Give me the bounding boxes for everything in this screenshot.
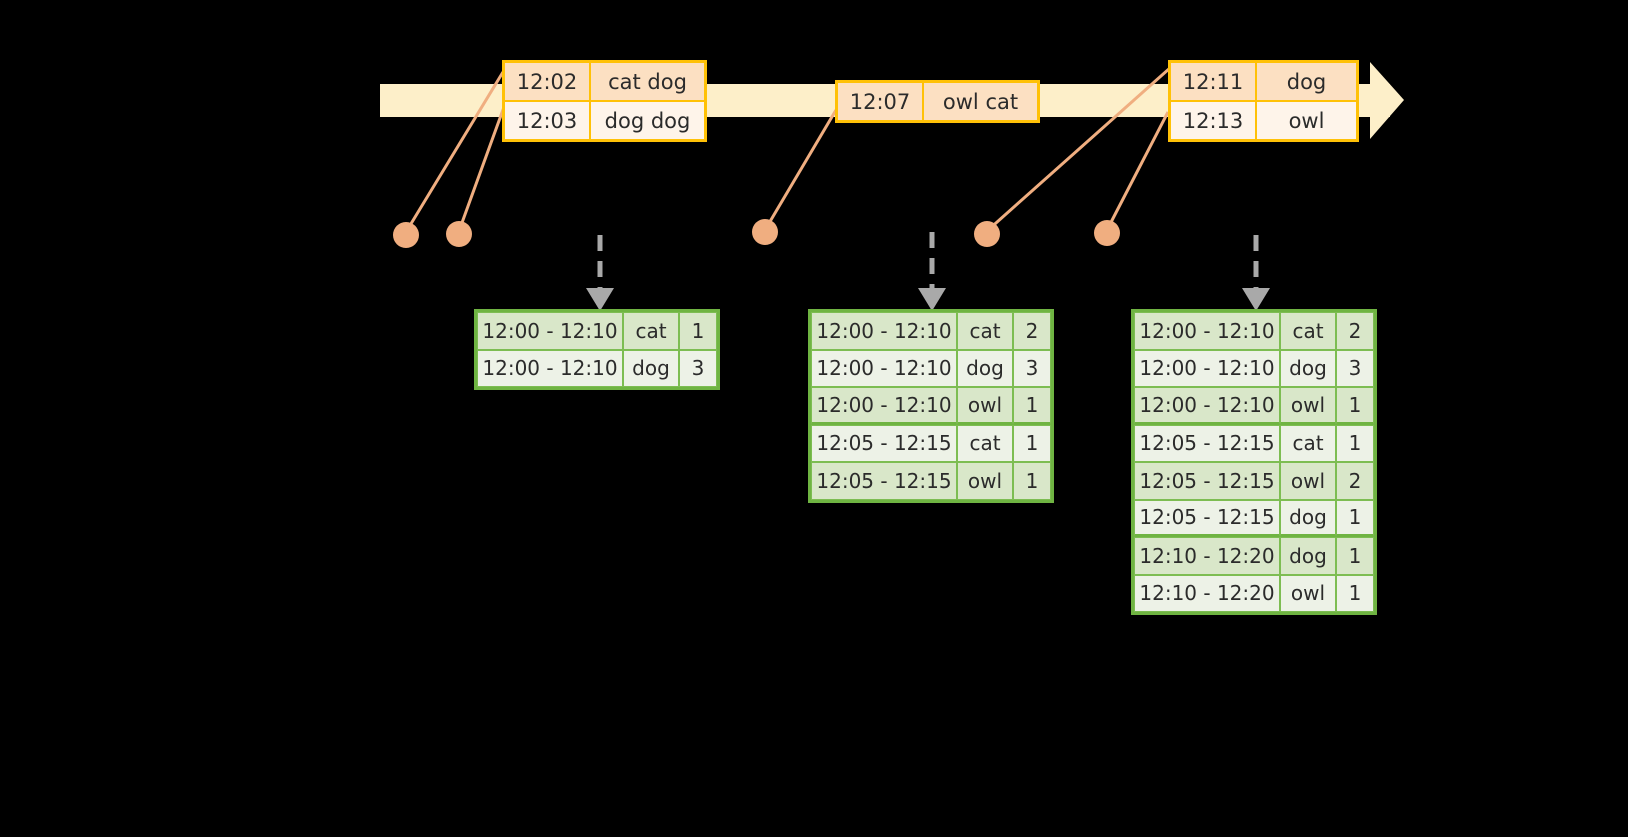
cell-word: dog xyxy=(1280,537,1336,575)
cell-word: owl xyxy=(957,462,1013,500)
cell-word: owl xyxy=(957,387,1013,425)
connector-line-5 xyxy=(1105,111,1170,231)
cell-window: 12:00 - 12:10 xyxy=(811,312,957,350)
event-time: 12:03 xyxy=(505,102,591,139)
cell-count: 1 xyxy=(1013,424,1051,462)
table-row: 12:05 - 12:15 owl 2 xyxy=(1134,462,1374,500)
table-row: 12:00 - 12:10 cat 1 xyxy=(477,312,717,350)
cell-count: 2 xyxy=(1336,312,1374,350)
cell-window: 12:05 - 12:15 xyxy=(811,424,957,462)
dashed-arrow-head-2 xyxy=(918,288,946,311)
table-row: 12:00 - 12:10 dog 3 xyxy=(477,349,717,387)
event-words: dog dog xyxy=(591,102,704,139)
table-row: 12:05 - 12:15 dog 1 xyxy=(1134,499,1374,537)
cell-window: 12:00 - 12:10 xyxy=(477,312,623,350)
cell-window: 12:00 - 12:10 xyxy=(477,349,623,387)
event-box-1[interactable]: 12:02 cat dog 12:03 dog dog xyxy=(502,60,707,142)
cell-window: 12:10 - 12:20 xyxy=(1134,537,1280,575)
cell-word: owl xyxy=(1280,387,1336,425)
table-row: 12:05 - 12:15 cat 1 xyxy=(1134,424,1374,462)
event-box-3[interactable]: 12:11 dog 12:13 owl xyxy=(1168,60,1359,142)
cell-count: 1 xyxy=(679,312,717,350)
event-words: owl xyxy=(1257,102,1356,139)
cell-count: 1 xyxy=(1336,387,1374,425)
table-row: 12:10 - 12:20 owl 1 xyxy=(1134,574,1374,612)
cell-word: dog xyxy=(1280,499,1336,537)
cell-count: 3 xyxy=(1336,349,1374,387)
table-row: 12:00 - 12:10 dog 3 xyxy=(811,349,1051,387)
cell-count: 3 xyxy=(1013,349,1051,387)
event-words: owl cat xyxy=(924,83,1037,120)
event-words: dog xyxy=(1257,63,1356,100)
cell-window: 12:00 - 12:10 xyxy=(811,349,957,387)
cell-count: 2 xyxy=(1013,312,1051,350)
table-row: 12:05 - 12:15 owl 1 xyxy=(811,462,1051,500)
cell-word: cat xyxy=(957,312,1013,350)
connector-line-3 xyxy=(763,109,838,231)
cell-count: 1 xyxy=(1013,462,1051,500)
result-table-3[interactable]: 12:00 - 12:10 cat 2 12:00 - 12:10 dog 3 … xyxy=(1131,309,1377,615)
event-dot-1 xyxy=(393,222,419,248)
event-row: 12:02 cat dog xyxy=(505,63,704,102)
table-row: 12:00 - 12:10 dog 3 xyxy=(1134,349,1374,387)
cell-count: 1 xyxy=(1336,499,1374,537)
event-dot-5 xyxy=(1094,220,1120,246)
table-row: 12:00 - 12:10 owl 1 xyxy=(811,387,1051,425)
table-row: 12:10 - 12:20 dog 1 xyxy=(1134,537,1374,575)
event-row: 12:07 owl cat xyxy=(838,83,1037,120)
cell-word: cat xyxy=(1280,424,1336,462)
result-table-2[interactable]: 12:00 - 12:10 cat 2 12:00 - 12:10 dog 3 … xyxy=(808,309,1054,503)
event-time: 12:13 xyxy=(1171,102,1257,139)
cell-word: cat xyxy=(957,424,1013,462)
table-row: 12:00 - 12:10 cat 2 xyxy=(1134,312,1374,350)
cell-count: 1 xyxy=(1336,424,1374,462)
cell-word: cat xyxy=(1280,312,1336,350)
event-time: 12:07 xyxy=(838,83,924,120)
result-table-1[interactable]: 12:00 - 12:10 cat 1 12:00 - 12:10 dog 3 xyxy=(474,309,720,390)
dashed-arrow-head-1 xyxy=(586,288,614,311)
cell-count: 1 xyxy=(1013,387,1051,425)
cell-word: dog xyxy=(1280,349,1336,387)
event-time: 12:02 xyxy=(505,63,591,100)
cell-window: 12:00 - 12:10 xyxy=(1134,349,1280,387)
event-row: 12:03 dog dog xyxy=(505,102,704,139)
cell-word: dog xyxy=(623,349,679,387)
event-dot-3 xyxy=(752,219,778,245)
cell-window: 12:10 - 12:20 xyxy=(1134,574,1280,612)
dashed-arrow-head-3 xyxy=(1242,288,1270,311)
cell-window: 12:05 - 12:15 xyxy=(1134,424,1280,462)
cell-window: 12:00 - 12:10 xyxy=(811,387,957,425)
cell-count: 1 xyxy=(1336,537,1374,575)
cell-count: 1 xyxy=(1336,574,1374,612)
cell-window: 12:05 - 12:15 xyxy=(811,462,957,500)
cell-count: 3 xyxy=(679,349,717,387)
cell-window: 12:00 - 12:10 xyxy=(1134,312,1280,350)
cell-window: 12:05 - 12:15 xyxy=(1134,462,1280,500)
cell-count: 2 xyxy=(1336,462,1374,500)
event-row: 12:13 owl xyxy=(1171,102,1356,139)
cell-window: 12:00 - 12:10 xyxy=(1134,387,1280,425)
event-dot-2 xyxy=(446,221,472,247)
cell-word: cat xyxy=(623,312,679,350)
cell-window: 12:05 - 12:15 xyxy=(1134,499,1280,537)
cell-word: owl xyxy=(1280,574,1336,612)
cell-word: owl xyxy=(1280,462,1336,500)
event-time: 12:11 xyxy=(1171,63,1257,100)
table-row: 12:00 - 12:10 cat 2 xyxy=(811,312,1051,350)
table-row: 12:05 - 12:15 cat 1 xyxy=(811,424,1051,462)
event-words: cat dog xyxy=(591,63,704,100)
event-box-2[interactable]: 12:07 owl cat xyxy=(835,80,1040,123)
event-dot-4 xyxy=(974,221,1000,247)
event-row: 12:11 dog xyxy=(1171,63,1356,102)
table-row: 12:00 - 12:10 owl 1 xyxy=(1134,387,1374,425)
cell-word: dog xyxy=(957,349,1013,387)
